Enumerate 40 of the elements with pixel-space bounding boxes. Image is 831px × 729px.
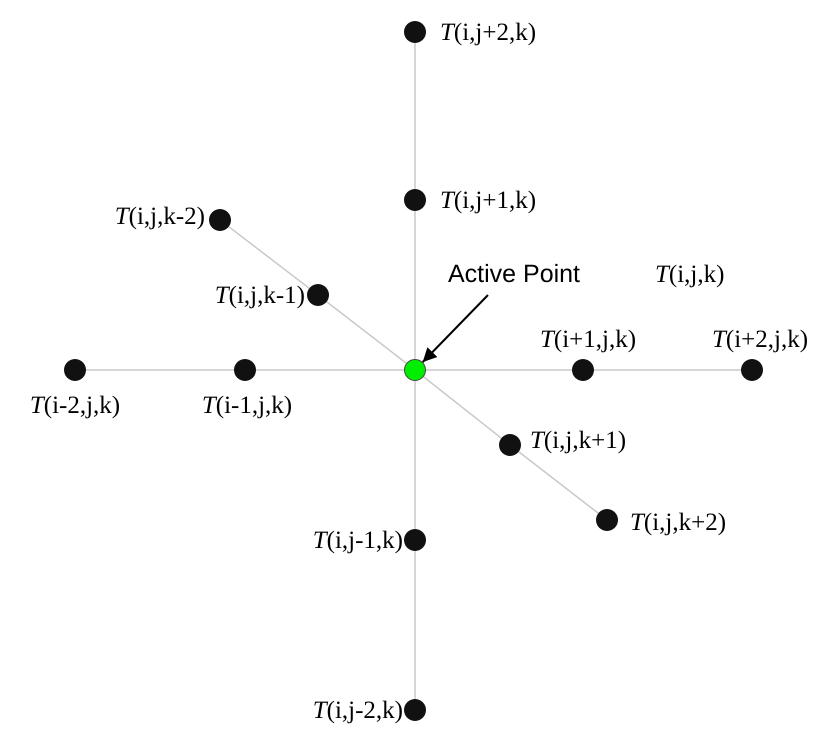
grid-line (423, 376, 502, 439)
active-grid-point (404, 359, 426, 381)
grid-line (326, 301, 407, 364)
point-label: T(i,j-2,k) (312, 698, 403, 723)
grid-point (499, 434, 521, 456)
grid-line (426, 369, 572, 371)
grid-line (414, 211, 416, 359)
grid-point (64, 359, 86, 381)
point-label: T(i,j,k-2) (114, 204, 205, 229)
grid-point (596, 509, 618, 531)
grid-point (572, 359, 594, 381)
grid-point (404, 189, 426, 211)
grid-line (594, 369, 741, 371)
grid-point (234, 359, 256, 381)
grid-point (404, 21, 426, 43)
arrow (422, 294, 489, 363)
point-label: T(i,j,k-1) (214, 283, 305, 308)
grid-line (414, 381, 416, 529)
grid-line (414, 43, 416, 189)
grid-point (404, 699, 426, 721)
annotation-text: Active Point (448, 262, 580, 287)
point-label: T(i,j,k+1) (530, 428, 626, 453)
grid-line (228, 226, 310, 289)
point-label: T(i,j,k+2) (630, 510, 726, 535)
grid-line (256, 369, 404, 371)
grid-point (209, 209, 231, 231)
grid-line (518, 451, 599, 514)
grid-point (741, 359, 763, 381)
point-label: T(i,j+1,k) (440, 188, 536, 213)
point-label: T(i,j+2,k) (440, 20, 536, 45)
grid-line (414, 551, 416, 699)
point-label: T(i-1,j,k) (202, 393, 292, 418)
point-label: T(i+2,j,k) (712, 327, 808, 352)
grid-line (86, 369, 234, 371)
grid-point (307, 284, 329, 306)
point-label: T(i+1,j,k) (540, 327, 636, 352)
grid-point (404, 529, 426, 551)
point-label: T(i,j,k) (655, 262, 724, 287)
point-label: T(i-2,j,k) (30, 393, 120, 418)
point-label: T(i,j-1,k) (312, 528, 403, 553)
